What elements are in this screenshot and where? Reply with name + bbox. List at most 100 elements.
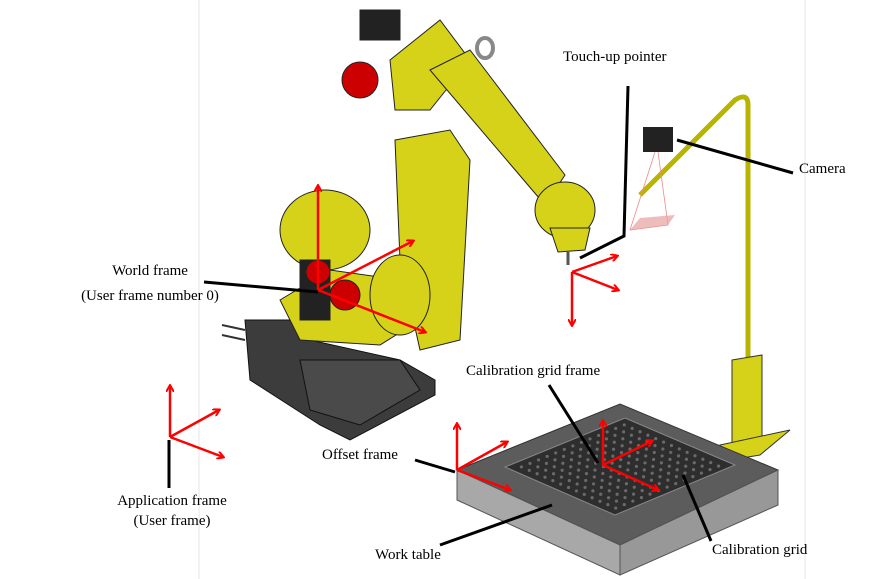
grid-hole xyxy=(692,461,696,465)
grid-hole xyxy=(561,461,565,465)
grid-hole xyxy=(576,468,581,472)
grid-hole xyxy=(553,458,557,462)
camera-leader-line xyxy=(676,138,794,175)
camera-field-of-view xyxy=(629,151,675,231)
grid-hole xyxy=(577,461,581,465)
calibration-grid-frame-label: Calibration grid frame xyxy=(466,363,601,379)
grid-hole xyxy=(674,481,678,486)
grid-hole xyxy=(585,465,589,469)
grid-hole xyxy=(675,468,679,472)
grid-hole xyxy=(607,489,611,493)
grid-hole xyxy=(619,451,624,455)
grid-hole xyxy=(561,454,566,458)
grid-hole xyxy=(606,496,611,500)
grid-hole xyxy=(668,457,672,461)
grid-hole xyxy=(536,458,541,462)
grid-hole xyxy=(583,485,587,490)
grid-hole xyxy=(608,482,612,486)
grid-hole xyxy=(635,457,639,462)
grid-hole xyxy=(569,465,573,469)
grid-hole xyxy=(634,464,639,469)
application-frame-title: Application frame xyxy=(117,493,227,509)
grid-hole xyxy=(634,471,638,475)
grid-hole xyxy=(648,492,652,496)
grid-hole xyxy=(586,458,590,462)
application-frame-axes xyxy=(170,386,223,457)
grid-hole xyxy=(574,489,579,493)
grid-hole xyxy=(614,499,619,503)
application-frame-label: Application frame (User frame) xyxy=(100,493,244,530)
application-frame-subtitle: (User frame) xyxy=(133,513,211,529)
grid-hole xyxy=(591,489,595,493)
grid-hole xyxy=(630,426,634,430)
work-table xyxy=(455,403,780,576)
grid-hole xyxy=(649,478,654,482)
grid-hole xyxy=(575,482,579,486)
grid-hole xyxy=(595,447,599,451)
grid-hole xyxy=(701,457,705,461)
grid-hole xyxy=(716,464,721,468)
grid-hole xyxy=(566,485,571,490)
work-table-leader-line xyxy=(439,503,553,547)
grid-hole xyxy=(605,430,609,434)
grid-hole xyxy=(642,468,646,472)
grid-hole xyxy=(653,443,657,448)
grid-hole xyxy=(616,485,620,489)
touch-up-pointer-leader-line xyxy=(579,85,630,260)
grid-hole xyxy=(596,440,600,444)
grid-hole xyxy=(536,465,540,469)
world-frame-title: World frame xyxy=(112,263,188,279)
grid-hole xyxy=(624,482,629,486)
grid-hole xyxy=(627,454,631,458)
grid-hole xyxy=(666,471,671,475)
grid-hole xyxy=(674,475,679,479)
work-table-label: Work table xyxy=(375,547,441,563)
grid-hole xyxy=(567,478,571,483)
grid-hole xyxy=(693,454,697,458)
camera xyxy=(643,127,673,152)
grid-hole xyxy=(612,440,616,444)
grid-hole xyxy=(615,492,619,496)
grid-hole xyxy=(659,468,663,472)
grid-hole xyxy=(661,447,665,451)
grid-hole xyxy=(652,450,656,455)
world-frame-subtitle: (User frame number 0) xyxy=(81,288,219,304)
grid-hole xyxy=(644,447,649,451)
camera-label: Camera xyxy=(799,161,846,177)
grid-hole xyxy=(543,475,547,479)
grid-hole xyxy=(614,506,618,510)
grid-hole xyxy=(611,447,616,451)
grid-hole xyxy=(609,475,613,479)
grid-hole xyxy=(579,447,583,451)
grid-hole xyxy=(559,475,564,479)
grid-hole xyxy=(623,496,627,500)
calibration-grid-leader-line xyxy=(681,474,713,542)
grid-hole xyxy=(709,461,713,465)
grid-hole xyxy=(650,471,654,475)
grid-hole xyxy=(519,465,524,469)
grid-hole xyxy=(621,437,625,441)
world-frame-label: World frame (User frame number 0) xyxy=(66,263,234,305)
grid-hole xyxy=(657,482,661,486)
grid-hole xyxy=(554,451,558,455)
grid-hole xyxy=(643,461,647,465)
grid-hole xyxy=(699,471,704,475)
grid-hole xyxy=(665,485,669,489)
grid-hole xyxy=(622,502,626,507)
grid-hole xyxy=(631,499,635,503)
grid-hole xyxy=(601,471,605,476)
grid-hole xyxy=(570,451,574,455)
grid-hole xyxy=(588,437,592,441)
grid-hole xyxy=(571,444,575,448)
grid-hole xyxy=(640,489,644,493)
grid-hole xyxy=(639,495,644,500)
grid-hole xyxy=(685,450,689,454)
grid-hole xyxy=(582,492,586,496)
grid-hole xyxy=(691,474,695,479)
grid-hole xyxy=(568,472,572,476)
grid-hole xyxy=(551,472,556,476)
grid-hole xyxy=(599,485,604,489)
grid-hole xyxy=(584,471,589,476)
grid-hole xyxy=(651,464,655,468)
